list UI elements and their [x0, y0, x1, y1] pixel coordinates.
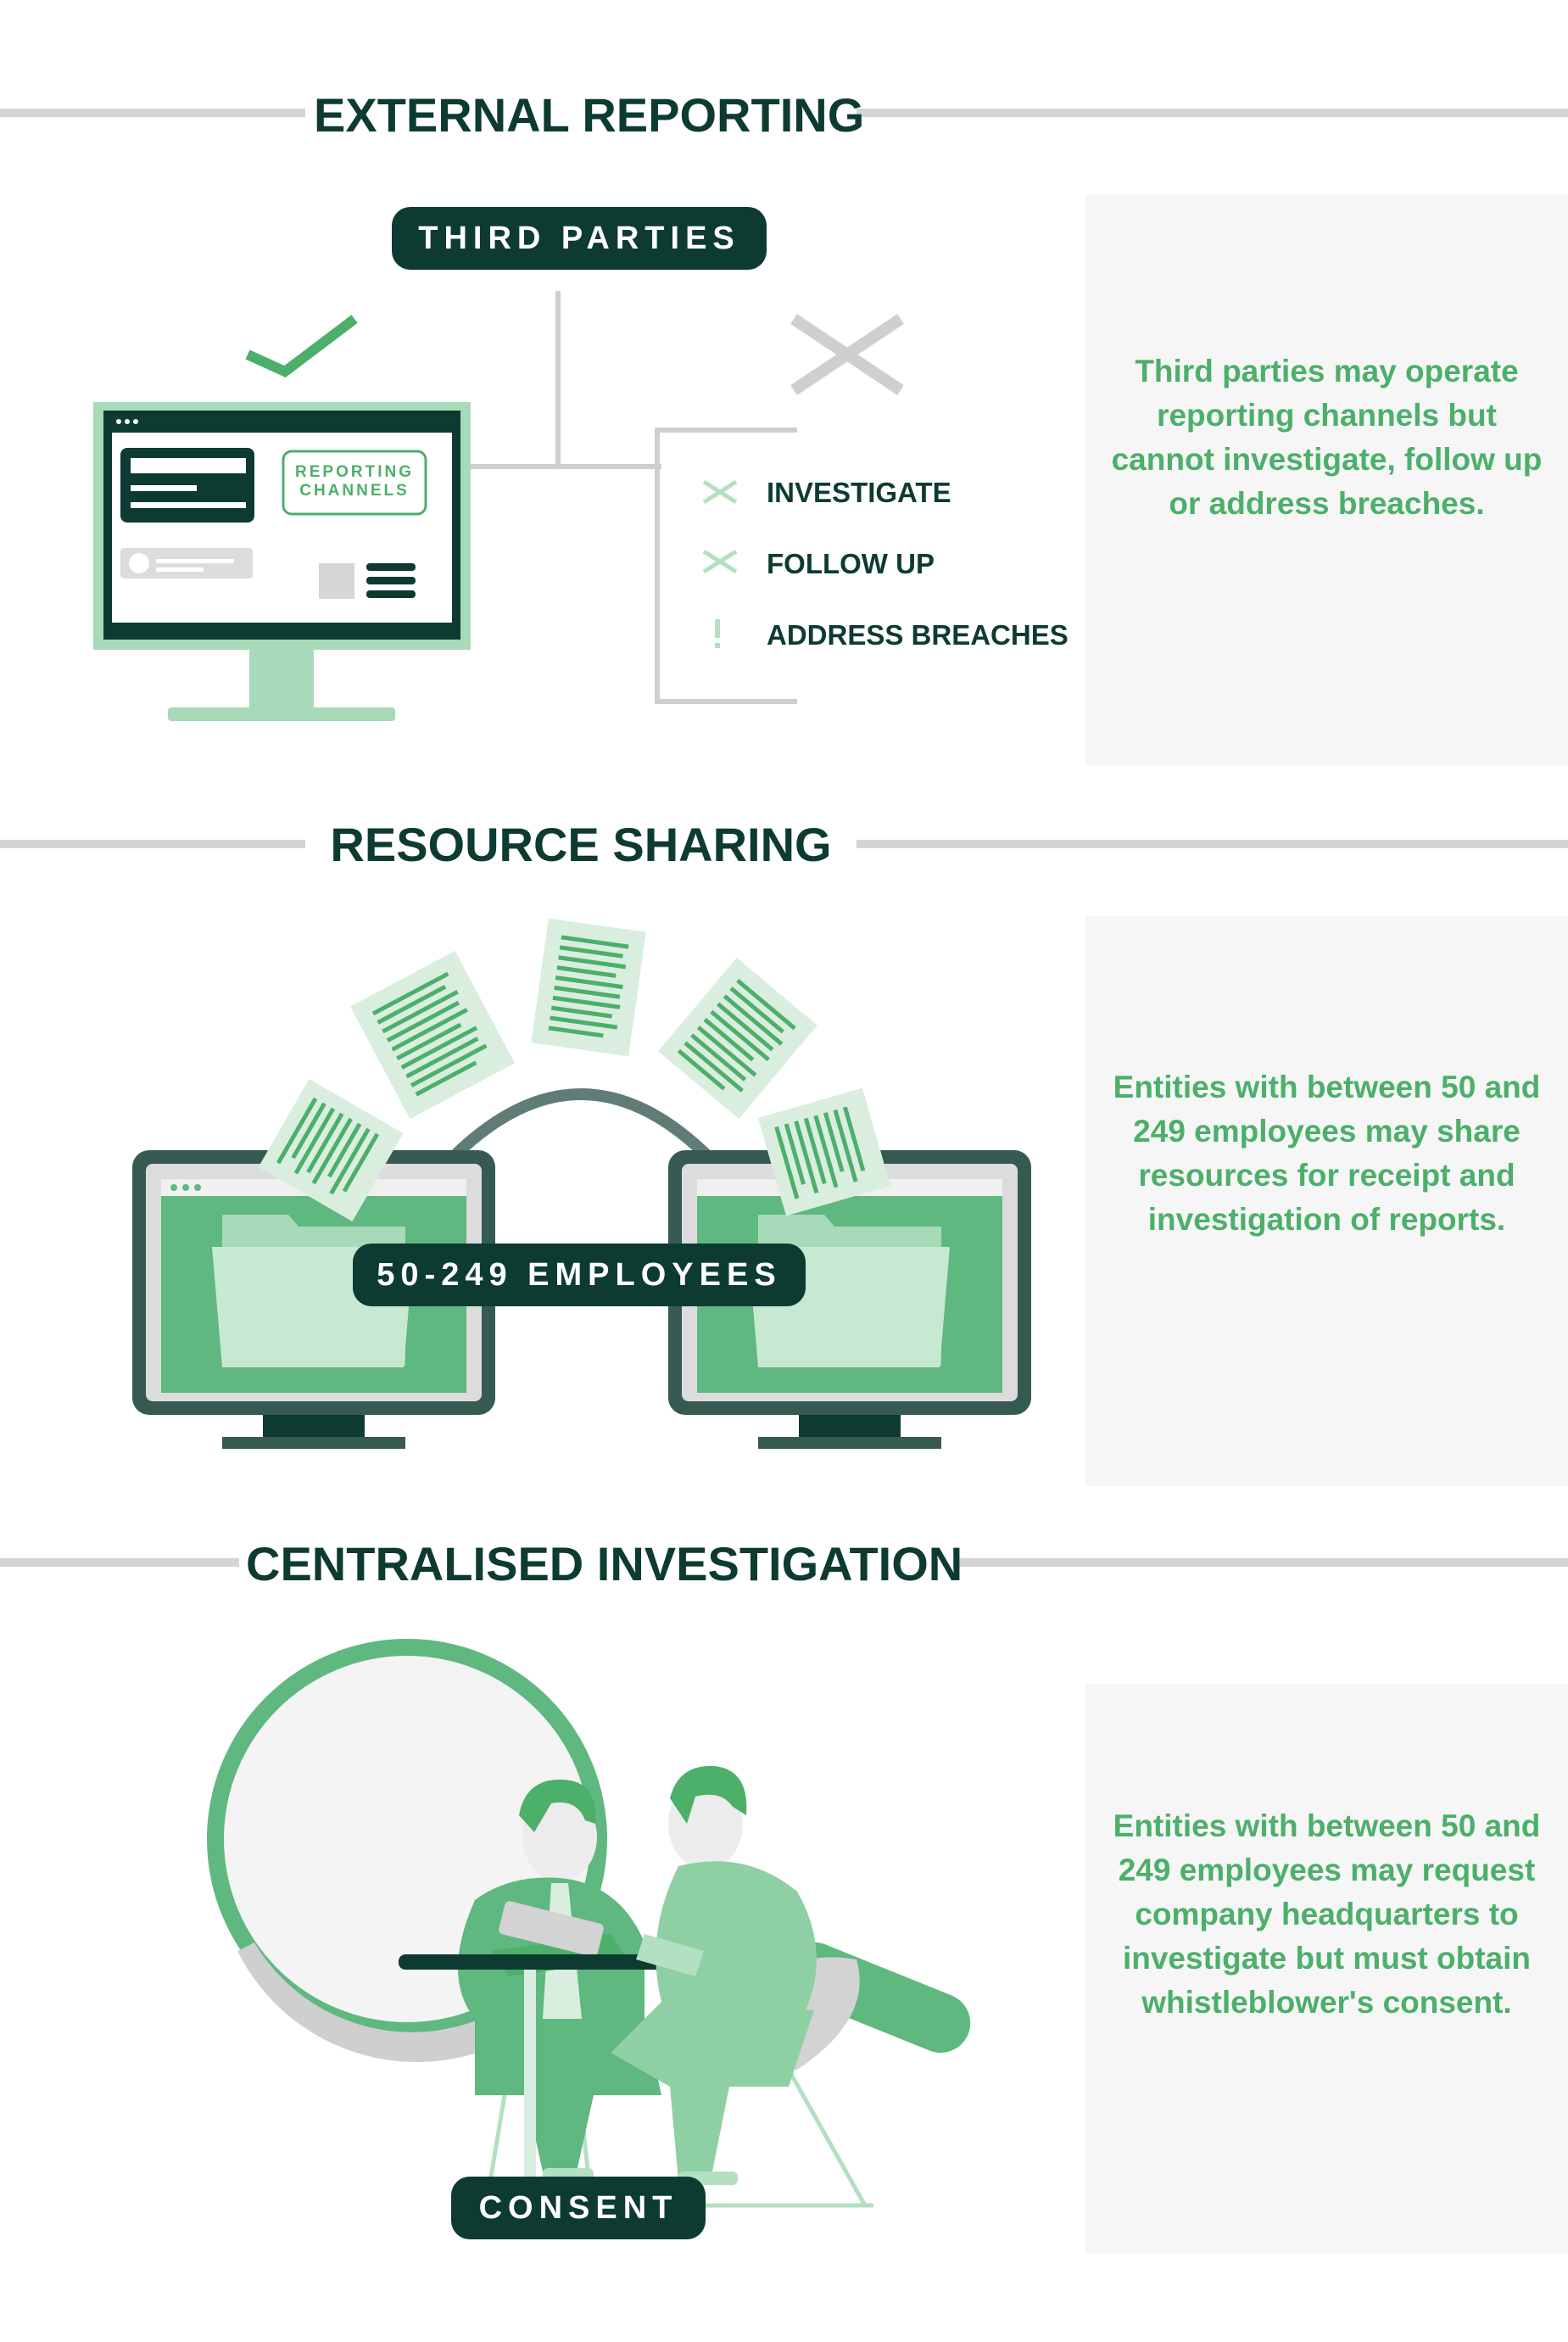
- description-text: Entities with between 50 and 249 employe…: [1113, 1070, 1541, 1237]
- monitor-icon: [132, 1150, 495, 1449]
- list-item-follow-up: FOLLOW UP: [767, 548, 935, 579]
- document-icon: [658, 957, 817, 1120]
- section-rule-left: [0, 840, 305, 848]
- employees-badge: 50-249 EMPLOYEES: [353, 1244, 806, 1306]
- section-title-resource-sharing: RESOURCE SHARING: [330, 818, 832, 871]
- document-icon: [258, 1079, 404, 1221]
- third-parties-badge: THIRD PARTIES: [392, 207, 767, 270]
- document-icon: [349, 950, 516, 1120]
- cross-icon: [790, 314, 904, 395]
- section-rule-right: [857, 840, 1568, 848]
- description-panel-resource-sharing: Entities with between 50 and 249 employe…: [1085, 916, 1568, 1486]
- consent-badge: CONSENT: [451, 2177, 706, 2239]
- section-rule-left: [0, 109, 305, 117]
- description-panel-centralised-investigation: Entities with between 50 and 249 employe…: [1085, 1684, 1568, 2254]
- description-text: Entities with between 50 and 249 employe…: [1113, 1808, 1541, 2020]
- list-item-investigate: INVESTIGATE: [767, 477, 951, 508]
- x-icon: [702, 549, 738, 574]
- exclamation-icon: [715, 619, 720, 648]
- check-icon: [245, 315, 358, 377]
- description-text: Third parties may operate reporting chan…: [1111, 354, 1543, 521]
- external-reporting-illustration: [93, 291, 904, 721]
- section-rule-right: [857, 109, 1568, 117]
- person-icon: [611, 1765, 817, 2180]
- document-icon: [531, 918, 646, 1057]
- section-title-centralised-investigation: CENTRALISED INVESTIGATION: [246, 1537, 963, 1590]
- x-icon: [702, 479, 738, 505]
- monitor-icon: [668, 1150, 1031, 1449]
- table-icon: [399, 1954, 670, 2182]
- section-rule-left: [0, 1558, 239, 1567]
- reporting-channels-label: REPORTING CHANNELS: [295, 463, 414, 500]
- document-icon: [757, 1087, 891, 1216]
- description-panel-external-reporting: Third parties may operate reporting chan…: [1085, 195, 1568, 765]
- section-title-external-reporting: EXTERNAL REPORTING: [314, 88, 865, 142]
- monitor-icon: [93, 402, 471, 721]
- section-rule-right: [958, 1558, 1568, 1567]
- list-item-address-breaches: ADDRESS BREACHES: [767, 619, 1069, 651]
